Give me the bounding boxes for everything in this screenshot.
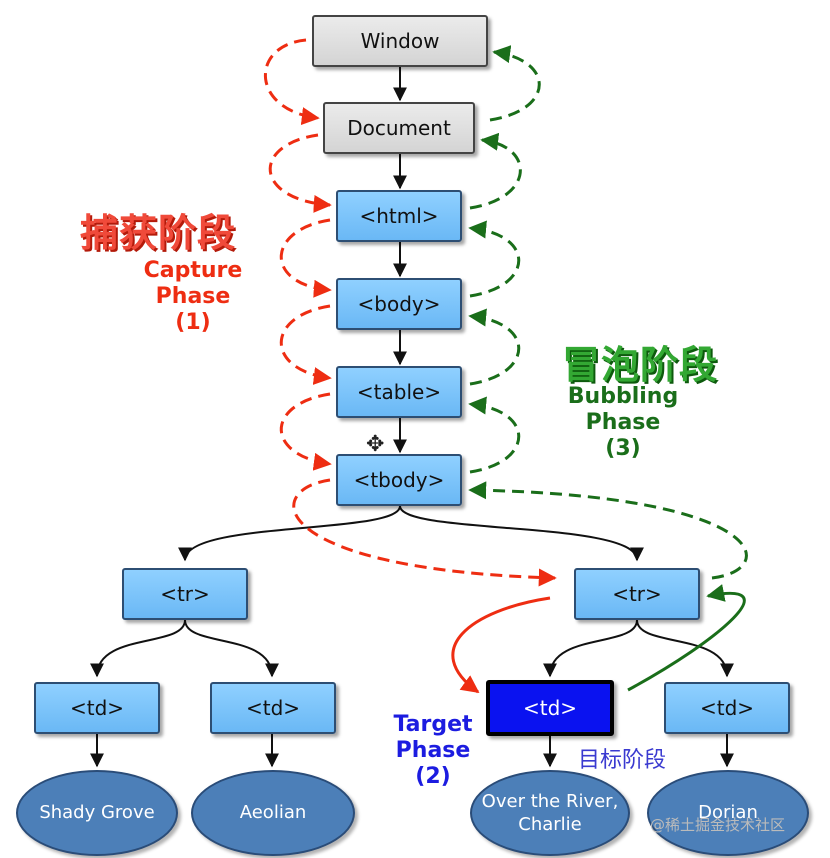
capture-arrow-6 [292,478,557,587]
body-node: <body> [336,278,462,330]
td-node-1: <td> [34,682,160,734]
target-phase-line3: (2) [415,764,451,789]
arrow-tbody-tr-left [178,505,401,562]
leaf-over-the-river: Over the River, Charlie [470,770,630,856]
tr-right-node: <tr> [574,568,700,620]
bubbling-phase-line3: (3) [605,436,641,461]
td-node-2: <td> [210,682,336,734]
leaf-aeolian: Aeolian [191,770,355,856]
bubbling-phase-label: Bubbling Phase (3) [556,384,690,462]
capture-phase-line2: Phase [155,284,231,309]
bubbling-phase-line1: Bubbling [567,384,679,409]
arrow-tbody-tr-right [399,505,644,562]
bubble-arrow-6 [489,45,541,122]
arrow-trleft-td2 [184,619,279,678]
arrow-trright-tdtarget [543,619,638,678]
tr-left-node: <tr> [122,568,248,620]
bubbling-phase-line2: Phase [585,410,661,435]
bubble-arrow-5 [469,132,522,210]
window-node: Window [312,15,488,67]
capture-phase-line1: Capture [143,258,243,283]
arrow-trleft-td1 [90,619,186,678]
target-phase-line1: Target [393,712,473,737]
bubble-arrow-2 [468,396,521,474]
bubble-arrow-4 [468,220,521,298]
capture-arrow-1 [264,38,320,126]
tbody-node: <tbody> [336,454,462,506]
leaf-shady-grove: Shady Grove [16,770,178,856]
bubble-arrow-1 [468,481,748,580]
capture-arrow-4 [279,304,332,385]
capture-arrow-5 [279,392,332,471]
capture-phase-label: Capture Phase (1) [128,258,258,336]
target-bubble-arrow [627,584,746,692]
table-node: <table> [336,366,462,418]
bubble-arrow-3 [468,308,521,386]
html-node: <html> [336,190,462,242]
leaf-over-the-river-line2: Charlie [518,814,582,835]
td-node-4: <td> [664,682,790,734]
target-phase-label: Target Phase (2) [378,712,488,790]
document-node: Document [323,102,475,154]
capture-arrow-3 [279,218,332,298]
capture-phase-cn-label: 捕获阶段 [80,211,237,255]
target-capture-arrow [451,596,551,694]
arrow-trright-td4 [636,619,734,678]
tree-arrows [90,66,734,768]
move-cursor-icon: ✥ [366,432,385,457]
leaf-dorian: Dorian [647,770,809,856]
capture-phase-line3: (1) [175,310,211,335]
target-phase-cn-label: 目标阶段 [578,748,667,773]
capture-arrow-2 [268,133,332,213]
watermark: @稀土掘金技术社区 [650,816,786,834]
leaf-over-the-river-line1: Over the River, [481,790,619,812]
td-target-node: <td> [486,680,614,736]
bubbling-phase-cn-label: 冒泡阶段 [562,343,719,387]
capture-arrows [264,38,557,587]
bubbling-arrows [468,45,748,580]
target-phase-line2: Phase [395,738,471,763]
